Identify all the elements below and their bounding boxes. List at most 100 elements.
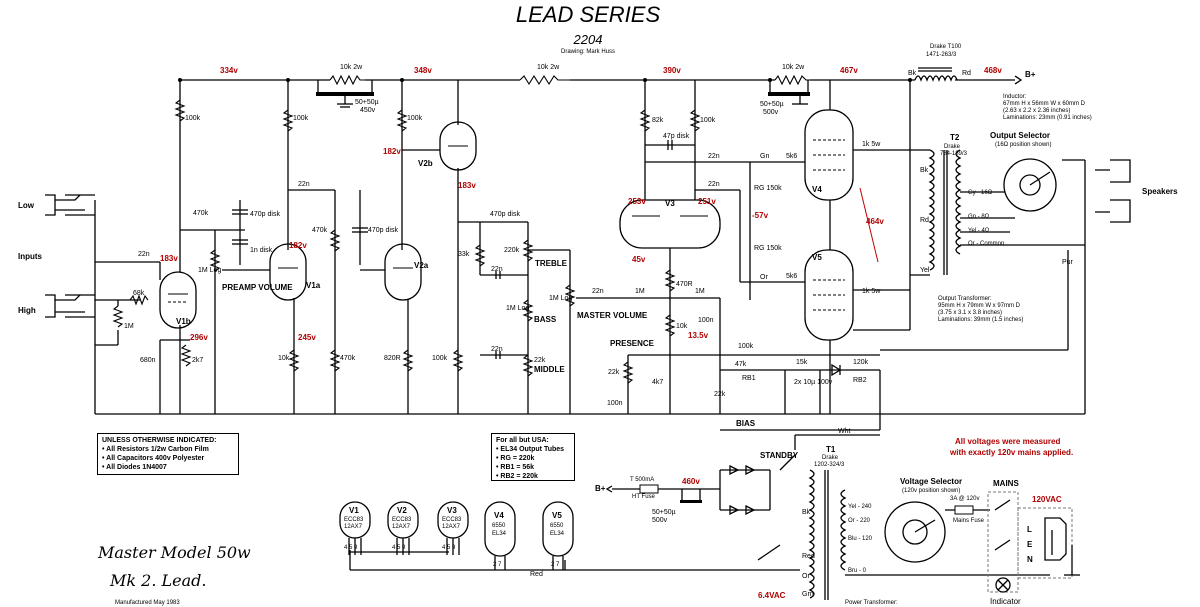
tap-8-label: Gn - 8Ω (968, 214, 990, 220)
pinout-v2-type: ECC83 (392, 517, 412, 523)
pinout-v1-alt: 12AX7 (344, 524, 363, 530)
power-transformer-label: Power Transformer: (845, 600, 898, 606)
pinout-v3-alt: 12AX7 (442, 524, 461, 530)
standby-switch[interactable] (757, 434, 880, 561)
preamp-1n-label: 1n disk (250, 247, 273, 254)
b-plus-rail (178, 67, 1023, 86)
bias-caps-label: 2x 10µ 100v (794, 379, 833, 386)
wire-gn-label: Gn (760, 153, 769, 160)
voltage-13-5: 13.5v (688, 331, 709, 340)
presence-22k-label: 22k (608, 369, 620, 376)
t2-name: T2 (950, 133, 960, 142)
mains-switch-box (987, 491, 1019, 593)
power-transformer-t1 (808, 469, 847, 600)
cathode-2k7-label: 2k7 (192, 357, 203, 364)
v2a-grid-470k-label: 470k (312, 227, 328, 234)
v2a-cathode-820r-label: 820R (384, 355, 401, 362)
voltage-253: 253v (628, 197, 646, 206)
bias-47k-label: 47k (735, 361, 747, 368)
treble-control-label[interactable]: TREBLE (535, 259, 568, 268)
output-selector-label[interactable]: Output Selector (990, 131, 1050, 140)
pinout-v2-pins: 4 5 9 (392, 545, 406, 551)
general-note-1: • All Resistors 1/2w Carbon Film (102, 446, 209, 453)
pinout-v5-type: 6550 (550, 523, 564, 529)
v4-screen-1k5w-label: 1k 5w (862, 141, 881, 148)
speaker-jack-2[interactable] (1095, 199, 1131, 223)
wire-or-label: Or (760, 274, 768, 281)
bias-120k-label: 120k (853, 359, 869, 366)
tone-22n-b-label: 22n (491, 346, 503, 353)
v4-grid-5k6-label: 5k6 (786, 153, 797, 160)
usa-notes-heading: For all but USA: (496, 437, 549, 444)
usa-note-1: • EL34 Output Tubes (496, 446, 565, 453)
choke-inductor-title: Inductor: (1003, 94, 1027, 100)
tap-4-label: Yel - 4Ω (968, 228, 990, 234)
mains-label[interactable]: MAINS (993, 479, 1019, 488)
master-1m-log-label: 1M Log (549, 295, 572, 302)
pinout-v4 (484, 501, 516, 570)
voltage-348: 348v (414, 66, 432, 75)
mains-fuse-label: Mains Fuse (953, 518, 985, 524)
bass-control-label[interactable]: BASS (534, 315, 557, 324)
indicator-label: Indicator (990, 597, 1021, 606)
pinout-v1-type: ECC83 (344, 517, 364, 523)
tube-v2b (402, 80, 477, 171)
voltage-182: 182v (383, 147, 401, 156)
mains-pin-l: L (1027, 525, 1032, 534)
drawing-credit: Drawing: Mark Huss (561, 49, 615, 55)
usa-notes-box: For all but USA: • EL34 Output Tubes • R… (491, 433, 575, 481)
pinout-v3-type: ECC83 (442, 517, 462, 523)
wire-bk-t2-label: Bk (920, 167, 929, 174)
standby-label[interactable]: STANDBY (760, 451, 799, 460)
wire-yel-t2-label: Yel (920, 267, 930, 274)
speaker-jack-1[interactable] (1095, 159, 1131, 183)
t2-maker: Drake (944, 144, 961, 150)
input-22n-label: 22n (138, 251, 150, 258)
voltage-334: 334v (220, 66, 238, 75)
master-volume-label[interactable]: MASTER VOLUME (577, 311, 648, 320)
pinout-v2-alt: 12AX7 (392, 524, 411, 530)
rg-b-label: RG 150k (754, 245, 782, 252)
ht-fuse-label: HT Fuse (632, 494, 656, 500)
voltage-selector-switch[interactable] (884, 501, 946, 563)
wire-bk-label: Bk (908, 70, 917, 77)
tap-common-label: Or - Common (968, 241, 1004, 247)
v3-plate-82k-label: 82k (652, 117, 664, 124)
ot-dims: 95mm H x 79mm W x 97mm D (938, 303, 1021, 309)
mains-note-line1: All voltages were measured (955, 437, 1060, 446)
filter-cap-b-voltage: 500v (763, 109, 779, 116)
rb1-label: RB1 (742, 375, 756, 382)
pinout-v3-id: V3 (447, 506, 457, 515)
choke-name: Drake T100 (930, 44, 962, 50)
bias-control-label[interactable]: BIAS (736, 419, 756, 428)
voltage-selector-label[interactable]: Voltage Selector (900, 477, 962, 486)
general-notes-box: UNLESS OTHERWISE INDICATED: • All Resist… (97, 433, 239, 475)
signature-line1: Master Model 50w (97, 543, 251, 562)
presence-control-label[interactable]: PRESENCE (610, 339, 655, 348)
input-1m-label: 1M (124, 323, 134, 330)
input-jack-low[interactable] (45, 194, 95, 216)
tube-v1b-label: V1b (176, 317, 191, 326)
pinout-v4-id: V4 (494, 511, 504, 520)
usa-note-4: • RB2 = 220k (496, 473, 538, 480)
grid-68k-label: 68k (133, 290, 145, 297)
v5-grid-5k6-label: 5k6 (786, 273, 797, 280)
middle-control-label[interactable]: MIDDLE (534, 365, 565, 374)
t1-part: 1202-324/3 (814, 462, 845, 468)
tube-v3-label: V3 (665, 199, 675, 208)
tone-22n-a-label: 22n (491, 266, 503, 273)
pinout-v3 (437, 501, 469, 555)
pinout-v5-id: V5 (552, 511, 562, 520)
input-jack-high[interactable] (45, 294, 95, 318)
preamp-volume-label[interactable]: PREAMP VOLUME (222, 283, 293, 292)
tap-220: Or - 220 (848, 518, 871, 524)
tube-v1a (269, 80, 307, 301)
mains-switch[interactable] (994, 499, 1011, 551)
tube-v5 (804, 249, 854, 341)
output-selector-switch[interactable] (1003, 158, 1057, 212)
presence-4k7-label: 4k7 (652, 379, 663, 386)
pinout-v1 (339, 501, 449, 555)
pinout-v1-id: V1 (349, 506, 359, 515)
tail-470r-label: 470R (676, 281, 693, 288)
